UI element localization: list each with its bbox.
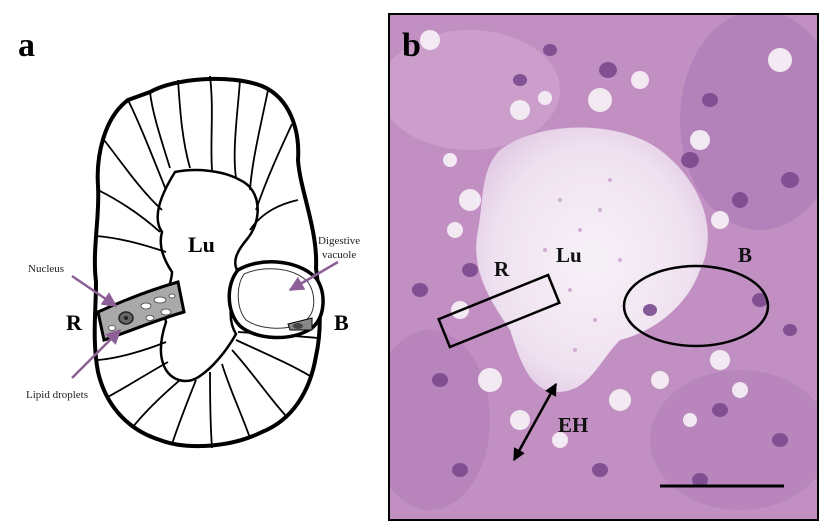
r-cell-label-a: R (66, 310, 83, 335)
panel-a: a (18, 27, 360, 448)
lipid-droplet (154, 297, 166, 303)
b-cell (229, 262, 323, 338)
lipid-droplet (161, 309, 171, 315)
panel-b: b Lu R B EH (370, 10, 819, 520)
lipid-droplets-label: Lipid droplets (26, 389, 88, 401)
panel-a-letter: a (18, 27, 35, 64)
lipid-droplet (169, 294, 175, 298)
epithelium-height-label: EH (558, 413, 588, 437)
digestive-vacuole-label-line2: vacuole (322, 249, 356, 261)
lipid-droplet (146, 316, 154, 321)
lumen-label-b: Lu (556, 243, 582, 267)
lipid-droplet (109, 326, 116, 331)
lipid-droplet (141, 303, 151, 309)
digestive-vacuole-label-line1: Digestive (318, 235, 360, 247)
r-cell-label-b: R (494, 257, 510, 281)
b-cell-label-a: B (334, 310, 349, 335)
nucleus-label: Nucleus (28, 263, 64, 275)
lumen-label-a: Lu (188, 232, 215, 257)
panel-b-letter: b (402, 27, 421, 64)
b-cell-label-b: B (738, 243, 752, 267)
